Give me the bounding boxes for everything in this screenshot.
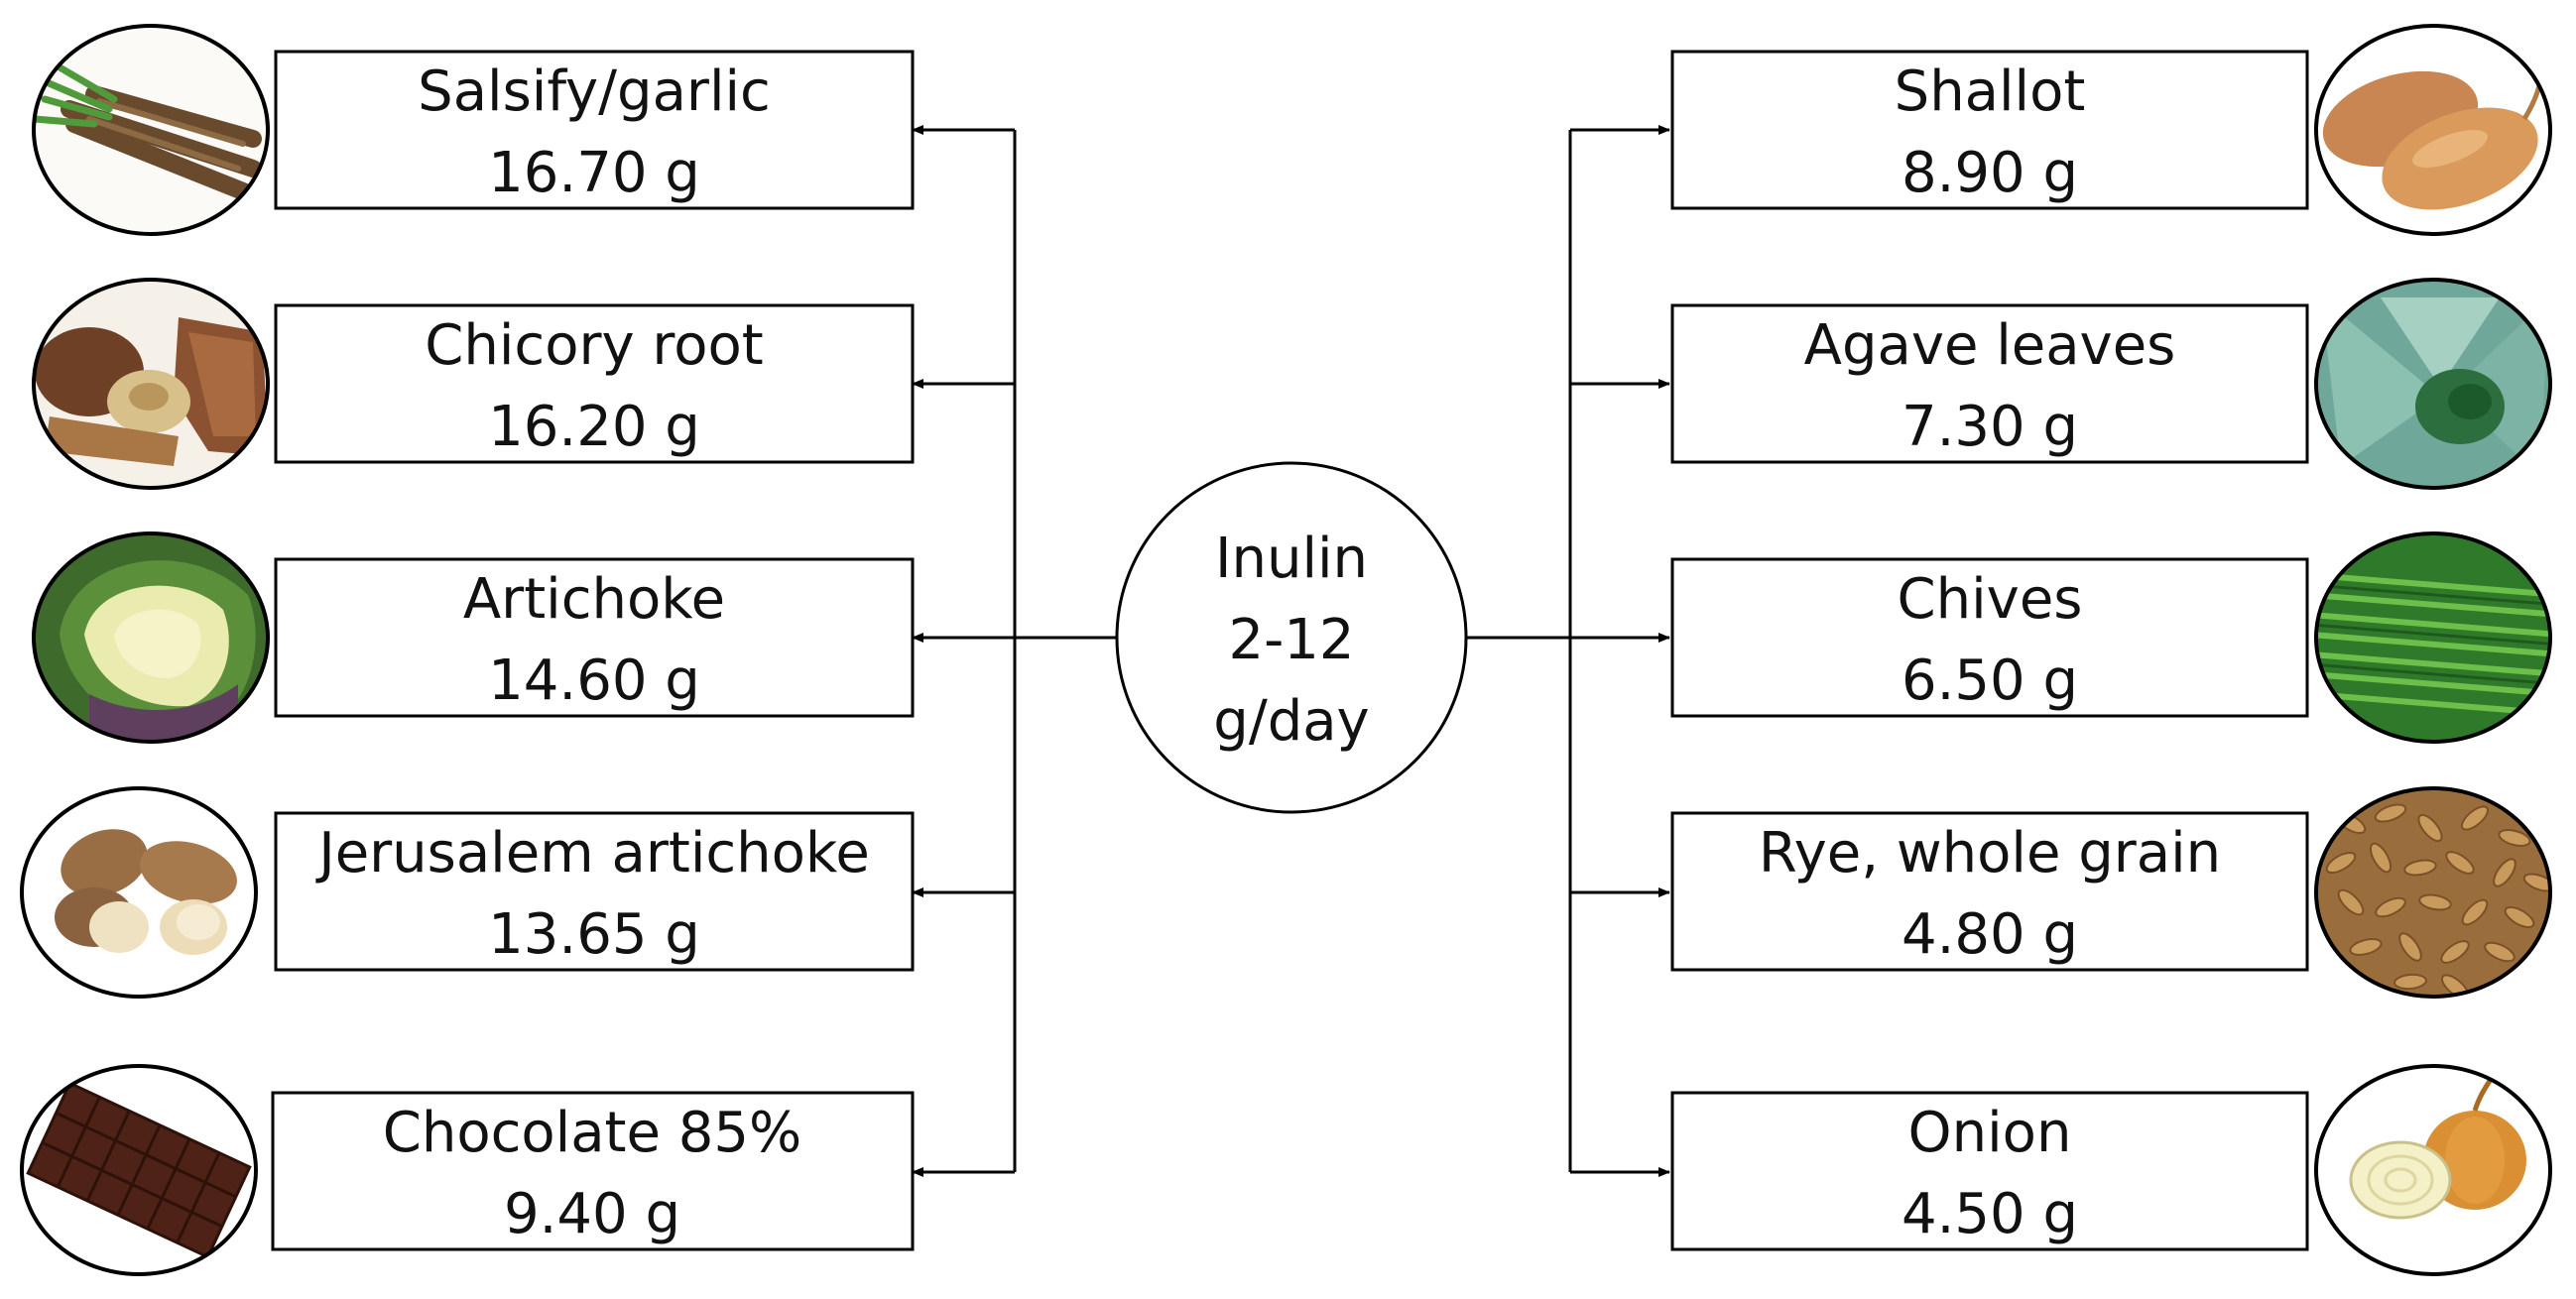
food-amount: 14.60 g (488, 649, 700, 713)
right-box-0: Shallot 8.90 g (1670, 50, 2309, 210)
connectors (912, 125, 1670, 1177)
right-box-4: Onion 4.50 g (1670, 1091, 2309, 1251)
chicory-root-icon (32, 278, 270, 490)
food-amount: 16.70 g (488, 141, 700, 205)
hub-circle (1115, 461, 1468, 814)
food-name: Onion (1908, 1101, 2072, 1165)
food-amount: 13.65 g (488, 902, 700, 967)
food-name: Jerusalem artichoke (315, 821, 870, 886)
food-name: Chives (1898, 567, 2083, 632)
food-name: Rye, whole grain (1759, 821, 2221, 886)
food-name: Agave leaves (1804, 313, 2176, 378)
food-amount: 7.30 g (1901, 395, 2078, 459)
hub-line-1: Inulin (1215, 527, 1368, 591)
hub-line-3: g/day (1213, 689, 1369, 754)
right-box-3: Rye, whole grain 4.80 g (1670, 811, 2309, 972)
artichoke-icon (32, 531, 270, 744)
left-box-3: Jerusalem artichoke 13.65 g (274, 811, 915, 972)
food-name: Salsify/garlic (418, 59, 771, 124)
food-amount: 8.90 g (1901, 141, 2078, 205)
jerusalem-artichoke-icon (20, 786, 258, 999)
onion-icon (2314, 1064, 2552, 1276)
food-amount: 16.20 g (488, 395, 700, 459)
inulin-hub: Inulin 2-12 g/day (1115, 461, 1468, 814)
left-box-4: Chocolate 85% 9.40 g (271, 1091, 915, 1251)
rye-grain-icon (2314, 786, 2552, 999)
chocolate-bar-icon (20, 1064, 258, 1276)
food-amount: 4.80 g (1901, 902, 2078, 967)
right-box-2: Chives 6.50 g (1670, 557, 2309, 718)
left-box-2: Artichoke 14.60 g (274, 557, 915, 718)
food-name: Artichoke (463, 567, 725, 632)
left-box-0: Salsify/garlic 16.70 g (274, 50, 915, 210)
agave-icon (2314, 278, 2552, 490)
shallot-icon (2314, 24, 2552, 236)
food-amount: 6.50 g (1901, 649, 2078, 713)
food-name: Shallot (1895, 59, 2086, 124)
food-name: Chicory root (425, 313, 763, 378)
food-amount: 4.50 g (1901, 1182, 2078, 1246)
food-amount: 9.40 g (504, 1182, 680, 1246)
left-box-1: Chicory root 16.20 g (274, 303, 915, 464)
chives-icon (2314, 531, 2552, 744)
right-box-1: Agave leaves 7.30 g (1670, 303, 2309, 464)
hub-line-2: 2-12 (1228, 608, 1354, 672)
salsify-roots-icon (32, 24, 270, 236)
food-name: Chocolate 85% (383, 1101, 801, 1165)
